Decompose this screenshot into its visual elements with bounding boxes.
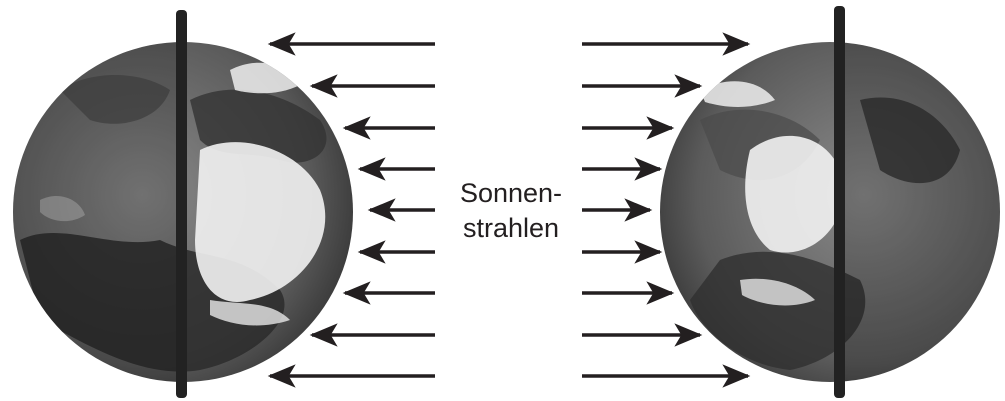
sunrays-label-line1: Sonnen-: [411, 177, 611, 209]
right-globe: [660, 0, 1005, 401]
left-globe-axis: [176, 10, 187, 398]
right-globe-axis: [834, 6, 845, 398]
left-globe: [0, 0, 353, 401]
sunrays-label-line2: strahlen: [411, 212, 611, 244]
